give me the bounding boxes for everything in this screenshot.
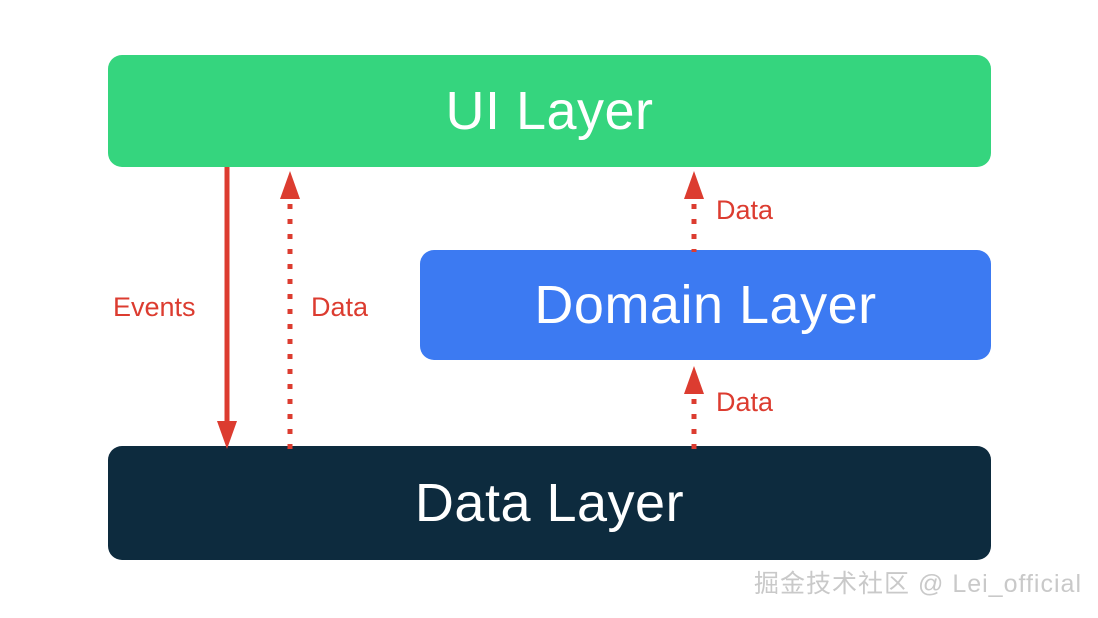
connector-data-to-domain-data <box>684 366 704 449</box>
watermark: 掘金技术社区 @ Lei_official <box>754 570 1082 598</box>
connector-label-events: Events <box>113 292 196 322</box>
layer-label-domain: Domain Layer <box>534 275 877 335</box>
layer-box-domain[interactable]: Domain Layer <box>420 250 991 360</box>
connector-ui-to-data-events <box>217 167 237 449</box>
layer-label-data: Data Layer <box>414 473 685 533</box>
arrowhead-down-icon <box>217 421 237 449</box>
layer-box-data[interactable]: Data Layer <box>108 446 991 560</box>
arrowhead-up-icon <box>684 366 704 394</box>
arrowhead-up-icon <box>684 171 704 199</box>
arrowhead-up-icon <box>280 171 300 199</box>
connector-label-data-lower-right: Data <box>716 387 774 417</box>
connector-domain-to-ui-data <box>684 171 704 252</box>
connector-label-data-left: Data <box>311 292 369 322</box>
layer-box-ui[interactable]: UI Layer <box>108 55 991 167</box>
connector-label-data-upper-right: Data <box>716 195 774 225</box>
layer-label-ui: UI Layer <box>445 81 654 141</box>
